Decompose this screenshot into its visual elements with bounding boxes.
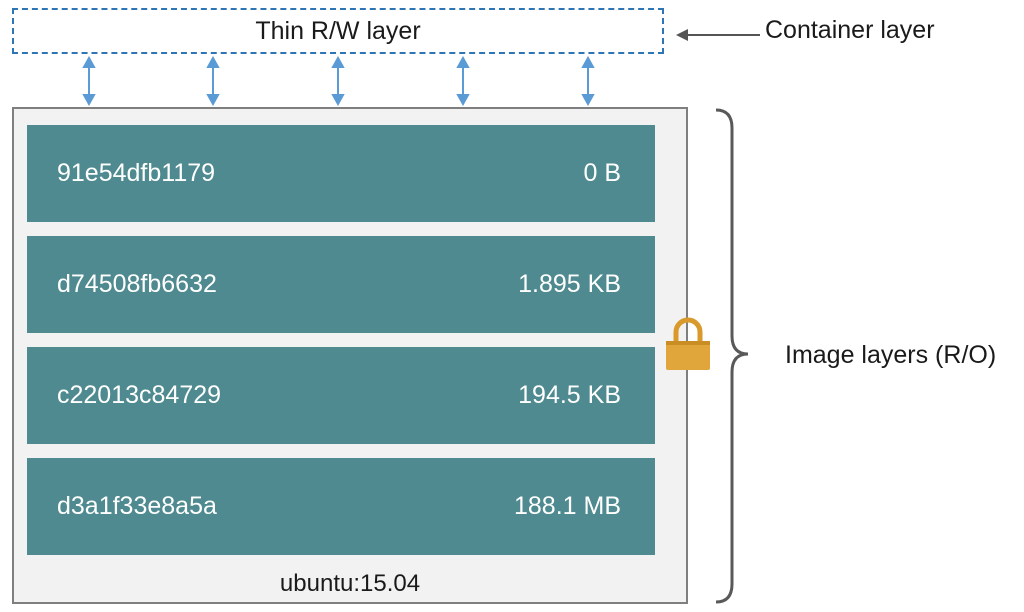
layer-size: 194.5 KB xyxy=(518,381,621,409)
layer-id: 91e54dfb1179 xyxy=(57,159,216,187)
image-layer: d3a1f33e8a5a 188.1 MB xyxy=(27,458,655,555)
double-arrow-icon xyxy=(331,56,345,106)
container-layer-label: Container layer xyxy=(765,16,935,44)
layer-id: d3a1f33e8a5a xyxy=(57,492,217,520)
layer-size: 1.895 KB xyxy=(518,270,621,298)
double-arrow-icon xyxy=(581,56,595,106)
read-write-arrows xyxy=(82,56,595,106)
image-layer: 91e54dfb1179 0 B xyxy=(27,125,655,222)
layer-id: c22013c84729 xyxy=(57,381,222,409)
double-arrow-icon xyxy=(206,56,220,106)
image-layers-label: Image layers (R/O) xyxy=(785,341,997,369)
thin-rw-layer-label: Thin R/W layer xyxy=(255,16,421,45)
lock-icon xyxy=(666,317,710,370)
thin-rw-layer: Thin R/W layer xyxy=(12,8,664,54)
image-layer: d74508fb6632 1.895 KB xyxy=(27,236,655,333)
layer-size: 188.1 MB xyxy=(513,492,621,520)
curly-brace-icon xyxy=(715,108,749,604)
image-layer: c22013c84729 194.5 KB xyxy=(27,347,655,444)
image-name: ubuntu:15.04 xyxy=(279,570,421,597)
container-layer-pointer-arrow xyxy=(676,29,760,41)
layer-id: d74508fb6632 xyxy=(57,270,217,298)
image-layers-box: 91e54dfb1179 0 B d74508fb6632 1.895 KB c… xyxy=(12,107,688,604)
layer-size: 0 B xyxy=(583,159,621,187)
double-arrow-icon xyxy=(456,56,470,106)
double-arrow-icon xyxy=(82,56,96,106)
